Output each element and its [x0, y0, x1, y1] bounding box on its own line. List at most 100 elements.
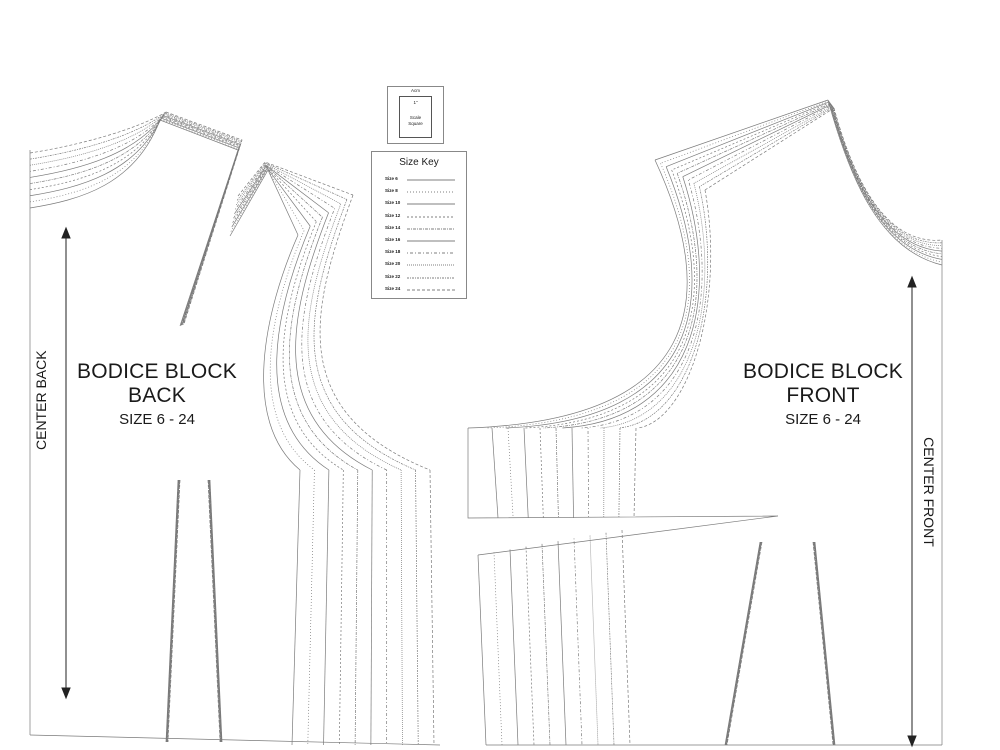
back-shoulder — [164, 113, 242, 325]
front-neckline — [827, 99, 943, 266]
back-neckline — [29, 111, 167, 154]
front-dart-leg — [587, 427, 590, 519]
back-shoulder — [165, 111, 243, 325]
front-shoulder — [660, 100, 829, 164]
back-title-block: BODICE BLOCK BACK SIZE 6 - 24 — [72, 360, 242, 429]
front-armhole — [505, 166, 693, 429]
scale-top-label: Acm — [411, 88, 420, 93]
back-waist-dart — [167, 479, 221, 743]
size-key-label: Size 22 — [385, 273, 401, 279]
back-armhole — [263, 234, 301, 471]
size-key-line — [407, 289, 455, 291]
front-armhole — [486, 163, 690, 429]
back-shoulder — [163, 114, 242, 325]
back-armhole — [276, 225, 330, 471]
back-bodice-piece — [29, 111, 441, 746]
size-key-line — [407, 252, 455, 254]
front-lower-panel — [621, 529, 631, 746]
front-shoulder — [688, 105, 833, 181]
back-shoulder-dart — [231, 167, 311, 228]
front-neckline — [830, 103, 943, 255]
front-shoulder — [699, 106, 834, 187]
front-title-line2: FRONT — [786, 384, 860, 408]
scale-label-2: Square — [408, 120, 423, 126]
back-waist-dart — [167, 479, 221, 743]
front-armhole — [581, 179, 703, 429]
back-side-seam — [307, 469, 315, 746]
back-neckline — [29, 113, 165, 166]
back-shoulder-dart — [235, 164, 335, 210]
front-shoulder — [665, 101, 830, 167]
front-lower-panel — [525, 546, 535, 746]
front-lower-panel — [541, 543, 551, 746]
front-dart-leg — [633, 427, 637, 519]
front-armhole — [562, 176, 700, 429]
back-side-seam — [400, 469, 403, 746]
size-key-label: Size 10 — [385, 200, 401, 206]
front-size-range: SIZE 6 - 24 — [785, 411, 861, 429]
size-key-label: Size 16 — [385, 237, 401, 242]
center-back-label: CENTER BACK — [33, 350, 49, 450]
front-neckline — [828, 100, 943, 263]
scale-square-box: Acm 1" Scale Square — [387, 86, 444, 144]
back-waist-dart — [166, 479, 222, 743]
front-lower-panel — [573, 538, 583, 746]
back-title-line1: BODICE BLOCK — [77, 360, 237, 383]
back-shoulder-dart — [234, 165, 329, 214]
front-neckline — [833, 107, 943, 241]
back-waist-dart — [165, 479, 223, 743]
front-armhole — [619, 186, 709, 429]
back-hem — [29, 734, 441, 746]
front-armhole — [600, 183, 706, 429]
front-title-block: BODICE BLOCK FRONT SIZE 6 - 24 — [738, 360, 908, 429]
back-shoulder — [160, 118, 239, 326]
front-lower-panel — [509, 549, 519, 746]
front-neckline — [828, 101, 943, 260]
front-lower-panel — [493, 552, 503, 746]
front-shoulder — [693, 105, 833, 184]
front-neckline — [831, 105, 943, 249]
back-shoulder-dart — [232, 166, 317, 223]
scale-square: 1" Scale Square — [399, 96, 432, 138]
front-shoulder — [677, 103, 831, 174]
front-dart-leg — [555, 427, 559, 519]
back-shoulder — [159, 119, 239, 327]
size-key-line — [407, 240, 455, 242]
front-waist-dart — [725, 541, 835, 746]
front-lower-panel — [477, 554, 487, 746]
back-side-seam — [354, 469, 359, 746]
back-armhole — [295, 212, 373, 471]
back-shoulder-dart — [235, 163, 341, 206]
size-key-label: Size 20 — [385, 261, 401, 267]
center-front-label: CENTER FRONT — [921, 437, 937, 547]
front-dart-leg — [491, 427, 499, 519]
front-dart-box — [467, 428, 779, 556]
back-waist-dart — [166, 479, 222, 743]
back-neckline — [29, 119, 161, 209]
back-side-seam — [338, 469, 344, 746]
back-shoulder — [161, 117, 240, 326]
back-armhole — [289, 217, 358, 471]
back-side-seam — [415, 469, 419, 746]
size-key-label: Size 6 — [385, 176, 398, 181]
front-neckline — [832, 106, 943, 246]
front-shoulder — [704, 107, 835, 191]
size-key-line — [407, 277, 455, 278]
back-armhole — [307, 203, 402, 471]
back-side-seam — [370, 469, 373, 746]
back-shoulder-dart — [236, 162, 348, 201]
back-neckline — [29, 115, 164, 178]
front-bodice-piece — [467, 99, 943, 746]
back-shoulder-dart — [229, 169, 299, 237]
size-key-label: Size 14 — [385, 224, 401, 230]
front-armhole — [543, 173, 698, 429]
front-dart-leg — [618, 427, 621, 519]
front-waist-dart — [724, 541, 836, 746]
size-key-line — [407, 265, 455, 266]
size-key-label: Size 12 — [385, 212, 401, 218]
scale-label-1: Scale — [409, 114, 422, 120]
back-shoulder — [163, 115, 241, 325]
front-lower-panel — [589, 535, 599, 746]
